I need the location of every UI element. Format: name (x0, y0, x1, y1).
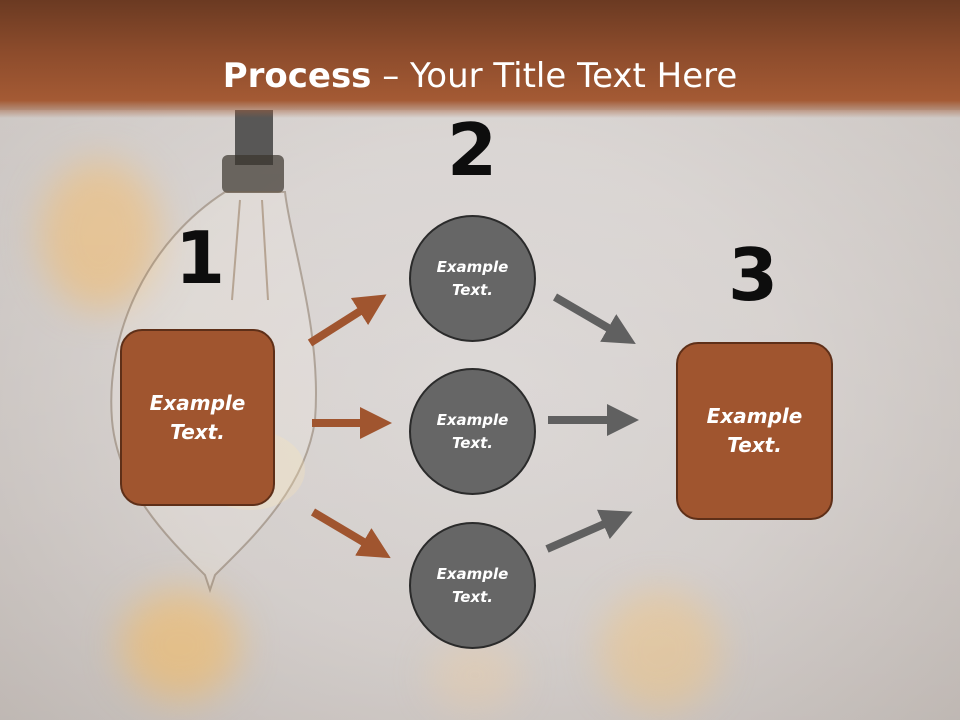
step-3-box: Example Text. (676, 342, 833, 520)
step-2-circle-middle: Example Text. (409, 368, 536, 495)
step-2-circle-bottom: Example Text. (409, 522, 536, 649)
arrow-1-to-2c (310, 508, 391, 559)
step-1-text: Example Text. (149, 390, 246, 444)
title-bar (0, 0, 960, 118)
step-3-number: 3 (727, 233, 779, 317)
step-3-text: Example Text. (706, 404, 803, 457)
slide-title: Process – Your Title Text Here (0, 54, 960, 98)
step-2-number: 2 (446, 108, 498, 192)
step-2-circle-top: Example Text. (409, 215, 536, 342)
arrow-2a-to-3 (552, 293, 636, 345)
step-1-number: 1 (174, 216, 226, 300)
background-light-glow (430, 640, 520, 710)
step-1-box: Example Text. (120, 329, 275, 506)
step-2-text-top: Example Text. (436, 257, 509, 299)
title-rest: – Your Title Text Here (371, 56, 738, 96)
background-light-glow (120, 590, 240, 700)
step-2-text-middle: Example Text. (436, 410, 509, 452)
arrow-2c-to-3 (545, 509, 633, 553)
arrow-1-to-2a (307, 294, 387, 347)
title-bold: Process (222, 56, 372, 96)
background-light-glow (40, 160, 160, 310)
background-light-glow (600, 590, 720, 710)
step-2-text-bottom: Example Text. (436, 564, 509, 606)
